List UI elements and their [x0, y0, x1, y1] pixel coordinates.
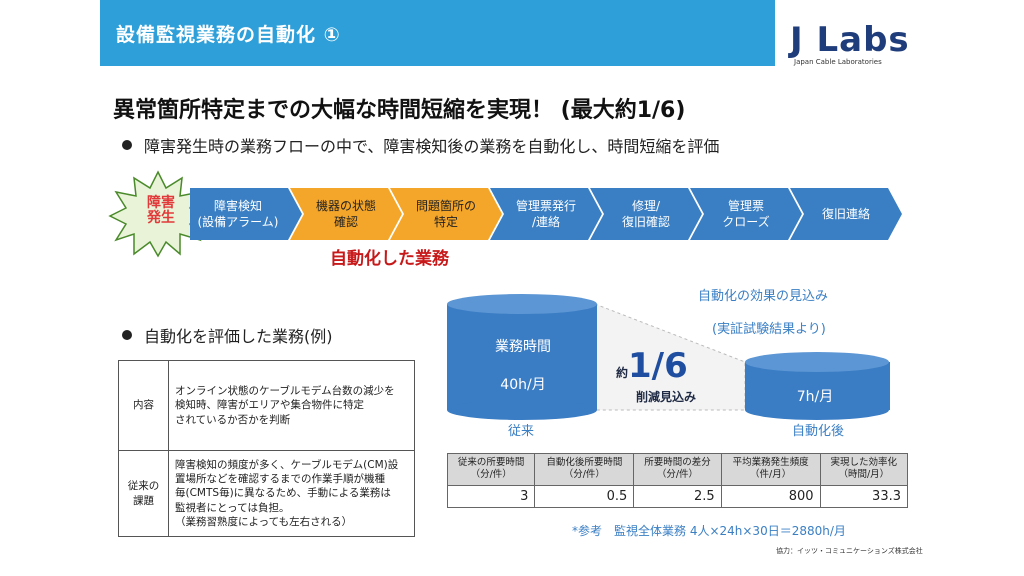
before-label: 業務時間	[495, 339, 551, 355]
bullet-dot-icon	[122, 140, 132, 150]
column-header: 自動化後所要時間 （分/件）	[534, 453, 635, 486]
ratio-value: 1/6	[628, 346, 688, 386]
example-body-content: オンライン状態のケーブルモデム台数の減少を 検知時、障害がエリアや集合物件に特定…	[168, 360, 415, 451]
effect-subtitle: (実証試験結果より)	[712, 322, 826, 337]
flow-step-shape	[390, 188, 502, 240]
flow-step-label: 復旧連絡	[821, 206, 870, 221]
example-head-issue: 従来の 課題	[118, 450, 169, 537]
flow-step-label: 修理/ 復旧確認	[621, 198, 670, 229]
table-header-row: 従来の所要時間 （分/件） 自動化後所要時間 （分/件） 所要時間の差分 （分/…	[446, 453, 909, 486]
workflow: 障害検知 (設備アラーム) 機器の状態 確認 問題箇所の 特定 管理票発行 /連絡 修理…	[190, 188, 910, 240]
column-header: 実現した効率化 （時間/月）	[819, 453, 909, 486]
flow-step-shape	[490, 188, 602, 240]
table-cell: 33.3	[819, 484, 909, 508]
incident-label: 障害 発生	[147, 195, 175, 227]
column-header: 従来の所要時間 （分/件）	[446, 453, 536, 486]
reduction-wedge	[594, 303, 746, 411]
flow-step-label: 管理票発行 /連絡	[515, 198, 576, 229]
main-heading: 異常箇所特定までの大幅な時間短縮を実現！ (最大約1/6)	[113, 98, 686, 123]
bullet-flow-text: 障害発生時の業務フローの中で、障害検知後の業務を自動化し、時間短縮を評価	[144, 137, 720, 156]
reference-note: *参考 監視全体業務 4人×24h×30日＝2880h/月	[572, 524, 846, 538]
flow-step-shape	[590, 188, 702, 240]
example-body-issue: 障害検知の頻度が多く、ケーブルモデム(CM)設 置場所などを確認するまでの作業手…	[168, 450, 415, 537]
table-cell: 3	[446, 484, 536, 508]
flow-step-shape	[790, 188, 902, 240]
ratio-prefix: 約	[616, 366, 629, 380]
table-row: 従来の 課題 障害検知の頻度が多く、ケーブルモデム(CM)設 置場所などを確認す…	[118, 450, 415, 537]
table-cell: 2.5	[633, 484, 722, 508]
reduction-ratio: 約1/6	[616, 346, 688, 386]
logo-mark: J Labs	[790, 20, 910, 60]
after-value: 7h/月	[796, 389, 834, 405]
table-cell: 800	[720, 484, 821, 508]
ratio-caption: 削減見込み	[636, 390, 697, 404]
flow-step-label: 管理票 クローズ	[722, 198, 770, 229]
flow-step-shape	[690, 188, 802, 240]
jlabs-logo: J Labs Japan Cable Laboratories	[790, 20, 920, 70]
before-caption: 従来	[508, 424, 535, 439]
example-head-content: 内容	[118, 360, 169, 451]
result-table: 従来の所要時間 （分/件） 自動化後所要時間 （分/件） 所要時間の差分 （分/…	[446, 453, 909, 508]
comparison-graphic	[447, 294, 890, 420]
table-row: 内容 オンライン状態のケーブルモデム台数の減少を 検知時、障害がエリアや集合物件…	[118, 360, 415, 451]
credit-text: 協力：イッツ・コミュニケーションズ株式会社	[776, 547, 923, 555]
column-header: 所要時間の差分 （分/件）	[633, 453, 722, 486]
flow-step-shape	[190, 188, 302, 240]
flow-step-label: 問題箇所の 特定	[415, 198, 476, 229]
flow-step-label: 障害検知 (設備アラーム)	[197, 198, 279, 229]
left-margin	[0, 0, 100, 576]
bullet-example-text: 自動化を評価した業務(例)	[144, 327, 333, 346]
workflow-chevrons	[190, 188, 902, 240]
after-caption: 自動化後	[792, 424, 845, 439]
bullet-example: 自動化を評価した業務(例)	[122, 323, 333, 347]
table-cell: 0.5	[534, 484, 635, 508]
after-cylinder	[745, 352, 890, 420]
automated-label: 自動化した業務	[330, 249, 449, 269]
bullet-dot-icon	[122, 330, 132, 340]
example-table: 内容 オンライン状態のケーブルモデム台数の減少を 検知時、障害がエリアや集合物件…	[118, 360, 415, 537]
header-bar: 設備監視業務の自動化 ①	[100, 0, 775, 66]
page-title: 設備監視業務の自動化 ①	[116, 24, 341, 46]
logo-subtitle: Japan Cable Laboratories	[794, 58, 882, 66]
flow-step-label: 機器の状態 確認	[315, 198, 376, 229]
column-header: 平均業務発生頻度 （件/月）	[720, 453, 821, 486]
effect-title: 自動化の効果の見込み	[698, 289, 829, 304]
bullet-flow: 障害発生時の業務フローの中で、障害検知後の業務を自動化し、時間短縮を評価	[122, 133, 719, 157]
before-value: 40h/月	[500, 377, 546, 393]
before-cylinder	[447, 294, 597, 420]
flow-step-shape	[290, 188, 402, 240]
table-row: 3 0.5 2.5 800 33.3	[446, 484, 909, 508]
